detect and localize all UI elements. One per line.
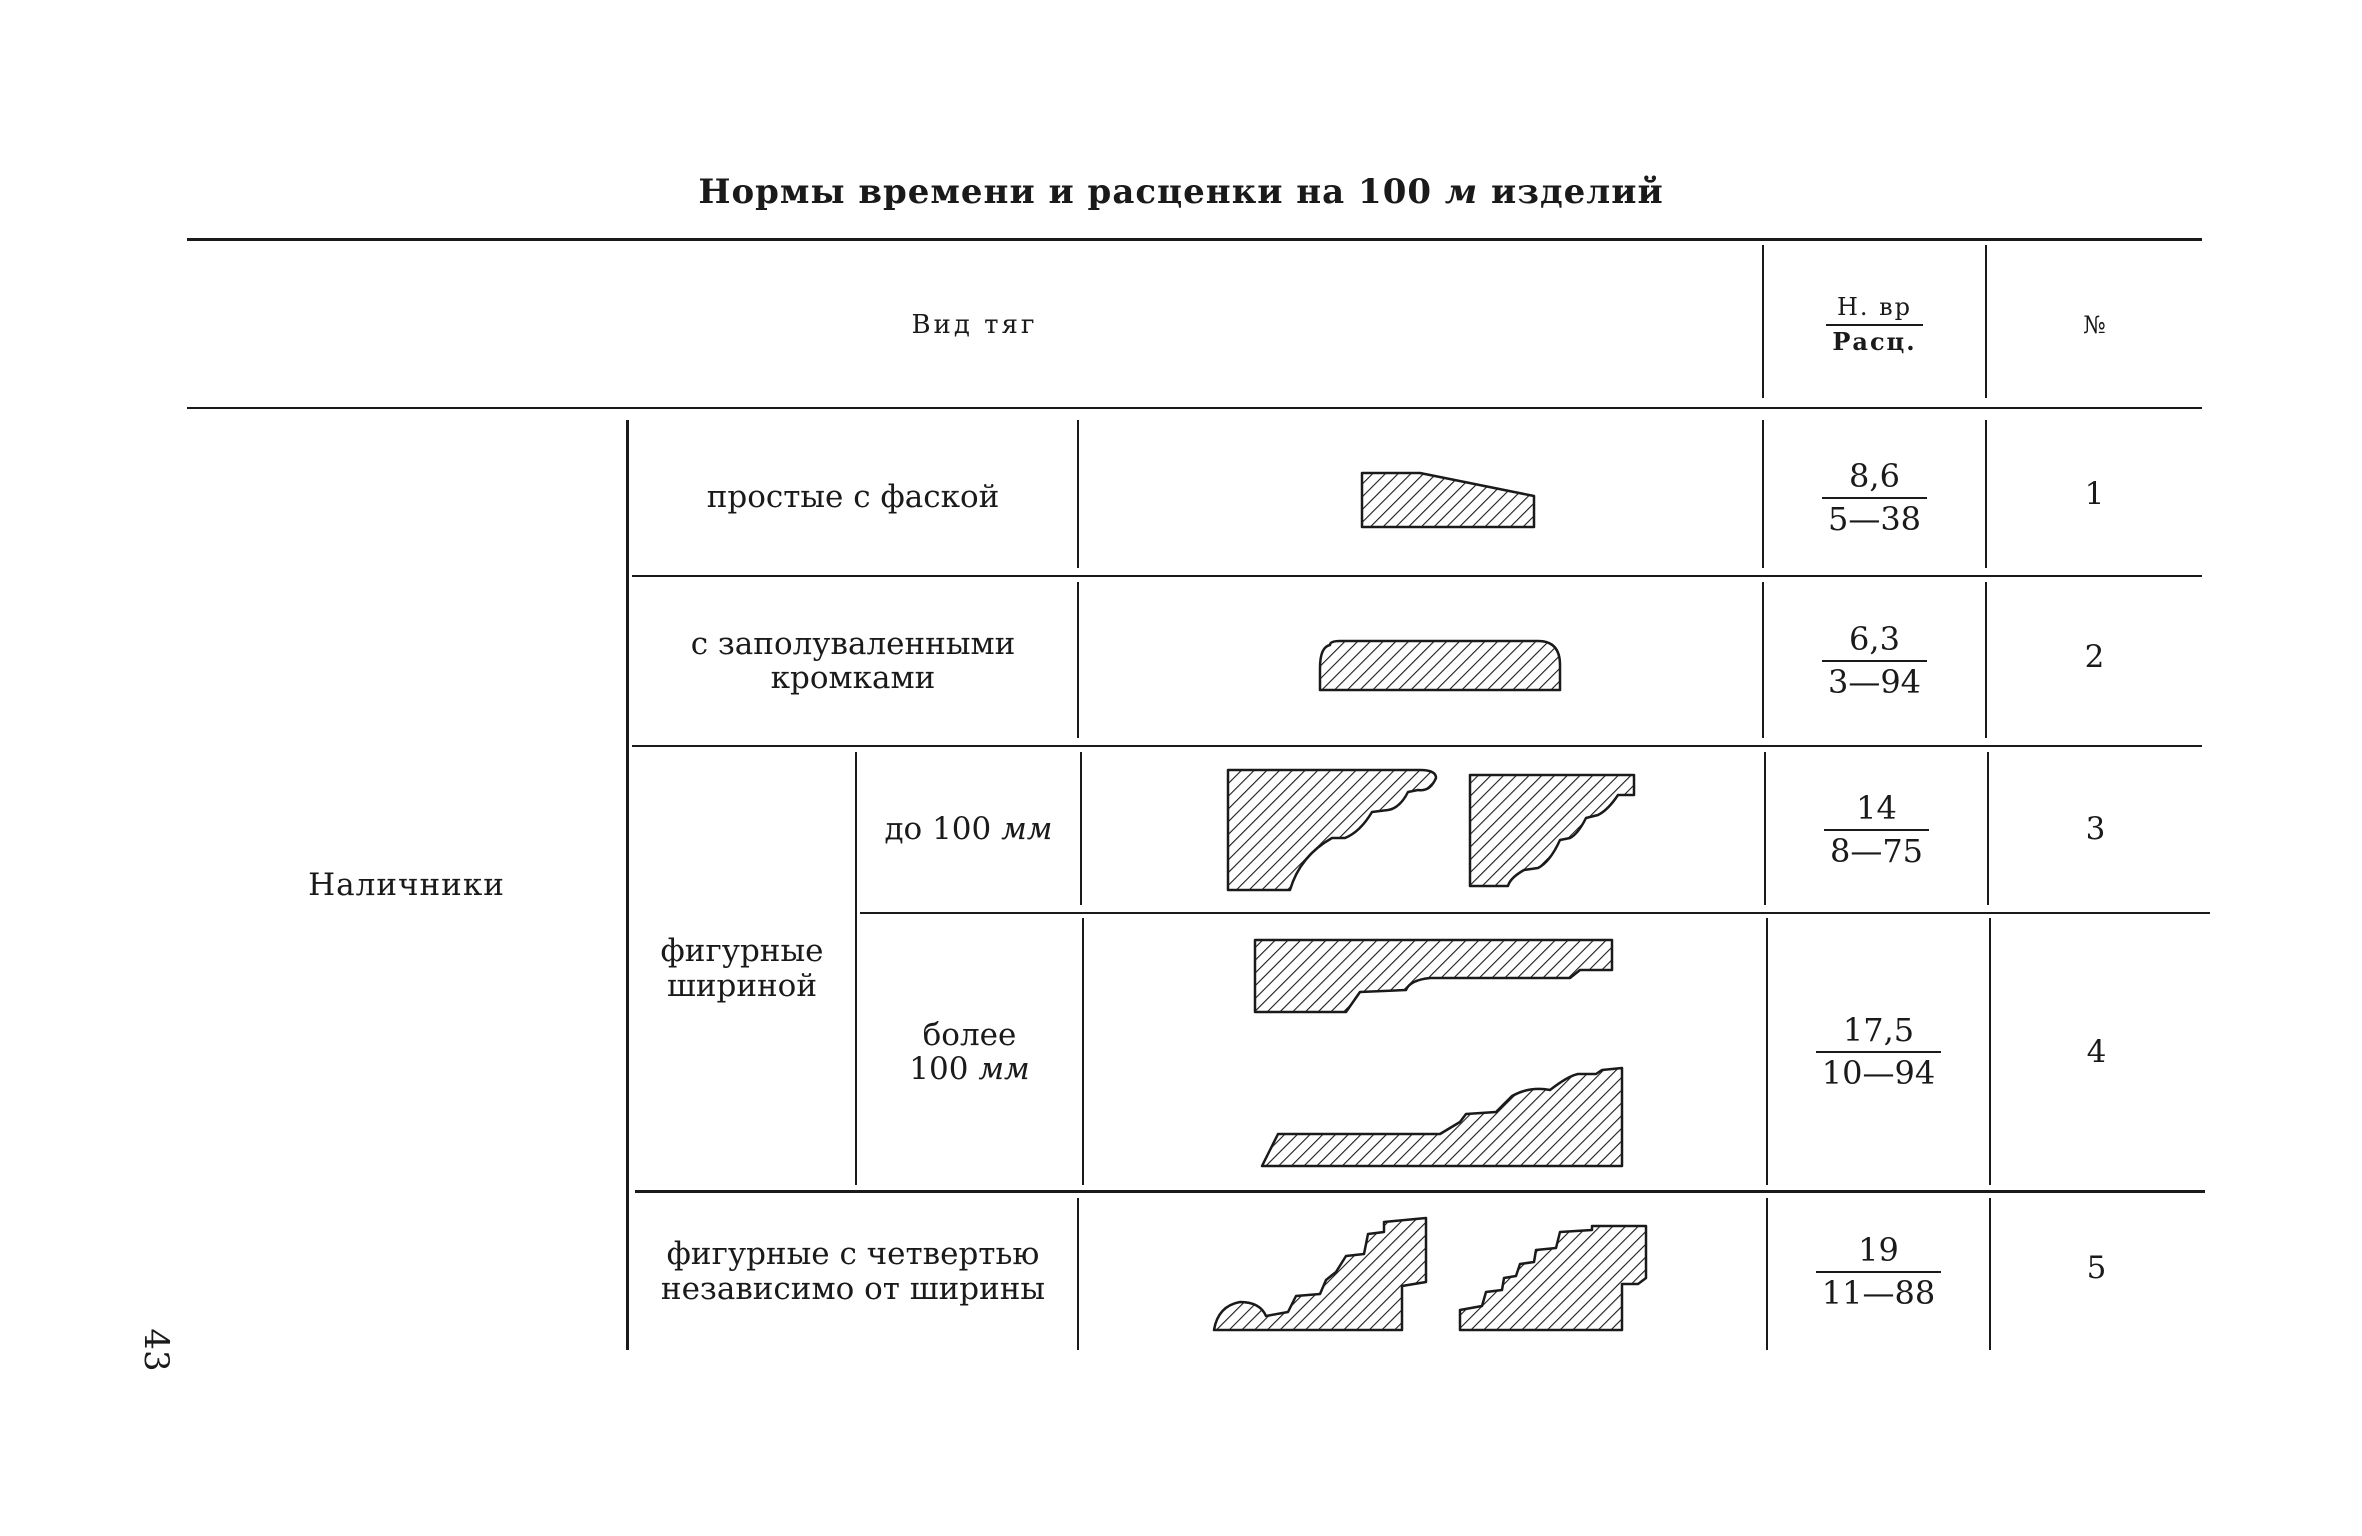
row2-number: 2	[2084, 638, 2105, 675]
vline-num-r4	[1989, 918, 1991, 1185]
profile-rounded-edges	[1318, 639, 1562, 692]
vline-num-r3	[1987, 752, 1989, 905]
row1-label: простые с фаской	[706, 479, 1000, 516]
page-number: 43	[135, 1328, 176, 1372]
row3-number: 3	[2085, 811, 2106, 848]
vline-norm-r1	[1762, 420, 1764, 568]
header-number: №	[2083, 310, 2106, 339]
row3-fraction: 14 8—75	[1823, 788, 1930, 870]
header-vline-1	[1762, 245, 1764, 398]
row1-rate: 5—38	[1821, 496, 1928, 538]
vline-r1	[1077, 420, 1079, 568]
row5-norm: 19	[1858, 1230, 1899, 1269]
vline-num-r5	[1989, 1198, 1991, 1350]
row3-label: до 100 мм	[857, 747, 1080, 912]
vline-norm-r2	[1762, 582, 1764, 738]
figured-label: фигурные шириной	[629, 747, 855, 1190]
row2-label-line1: с заполуваленными	[690, 625, 1016, 662]
row4-label-unit: мм	[978, 1051, 1030, 1087]
vline-group	[626, 420, 629, 1350]
row4-norm: 17,5	[1842, 1011, 1915, 1050]
row5-label-line2: независимо от ширины	[660, 1270, 1046, 1307]
profile-quarter-1	[1212, 1216, 1428, 1332]
title-text: Нормы времени и расценки на 100	[698, 172, 1433, 212]
row4-label-line2: 100	[909, 1051, 969, 1087]
vline-r2	[1077, 582, 1079, 738]
row5-number: 5	[2086, 1249, 2107, 1286]
profile-figured-wide-2	[1260, 1066, 1624, 1168]
row2-norm: 6,3	[1849, 620, 1900, 659]
row4-label-line1: более	[922, 1016, 1017, 1053]
row1-number: 1	[2084, 475, 2105, 512]
profile-quarter-2	[1458, 1224, 1648, 1332]
title-unit: м	[1444, 172, 1479, 212]
row4-label-line2-wrap: 100 мм	[909, 1052, 1029, 1086]
header-kind: Вид тяг	[911, 309, 1038, 340]
row5-rate: 11—88	[1815, 1270, 1942, 1312]
vline-r5	[1077, 1198, 1079, 1350]
profile-chamfered	[1360, 471, 1536, 529]
vline-figured	[855, 752, 857, 1185]
header-norm: Н. вр Расц.	[1764, 245, 1985, 405]
row3-norm: 14	[1856, 788, 1897, 827]
row-sep-4	[635, 1190, 2205, 1193]
vline-num-r1	[1985, 420, 1987, 568]
row2-rate: 3—94	[1821, 660, 1928, 701]
row3-label-text: до 100	[884, 811, 992, 848]
page-title: Нормы времени и расценки на 100 м издели…	[0, 172, 2362, 212]
row4-rate: 10—94	[1815, 1051, 1942, 1092]
header-norm-fraction: Н. вр Расц.	[1826, 293, 1923, 356]
profile-figured-wide-1	[1253, 938, 1614, 1014]
row3-rate: 8—75	[1823, 828, 1930, 870]
header-bottom-rule	[187, 407, 2202, 409]
row2-label: с заполуваленными кромками	[629, 577, 1077, 745]
vline-norm-r5	[1766, 1198, 1768, 1350]
row2-fraction: 6,3 3—94	[1821, 620, 1928, 701]
row1-fraction: 8,6 5—38	[1821, 456, 1928, 538]
row5-label: фигурные с четвертью независимо от ширин…	[629, 1193, 1077, 1350]
vline-num-r2	[1985, 582, 1987, 738]
row5-fraction: 19 11—88	[1815, 1230, 1942, 1312]
group-label: Наличники	[308, 866, 505, 903]
profile-figured-narrow-2	[1468, 773, 1636, 888]
row4-number: 4	[2086, 1033, 2107, 1070]
row4-values: 17,5 10—94	[1768, 914, 1989, 1190]
figured-label-line1: фигурные	[660, 933, 824, 970]
vline-norm-r3	[1764, 752, 1766, 905]
row1-norm: 8,6	[1849, 456, 1900, 495]
row1-values: 8,6 5—38	[1764, 420, 1985, 575]
row2-label-line2: кромками	[770, 660, 936, 696]
row4-fraction: 17,5 10—94	[1815, 1011, 1942, 1092]
row5-label-line1: фигурные с четвертью	[666, 1236, 1040, 1273]
vline-norm-r4	[1766, 918, 1768, 1185]
row5-values: 19 11—88	[1768, 1193, 1989, 1350]
row3-values: 14 8—75	[1766, 747, 1987, 912]
figured-label-line2: шириной	[667, 967, 817, 1004]
header-norm-top: Н. вр	[1836, 293, 1913, 322]
row-sep-1	[632, 575, 2202, 577]
title-tail: изделий	[1491, 172, 1664, 212]
vline-r4	[1082, 918, 1084, 1185]
profile-figured-narrow-1	[1226, 768, 1438, 892]
row4-label: более 100 мм	[857, 914, 1082, 1190]
row2-values: 6,3 3—94	[1764, 577, 1985, 745]
row-sep-2	[632, 745, 2202, 747]
row-sep-3	[860, 912, 2210, 914]
row3-label-unit: мм	[1001, 811, 1053, 848]
table-top-rule	[187, 238, 2202, 241]
header-vline-2	[1985, 245, 1987, 398]
vline-r3	[1080, 752, 1082, 905]
header-norm-bottom: Расц.	[1826, 324, 1923, 356]
